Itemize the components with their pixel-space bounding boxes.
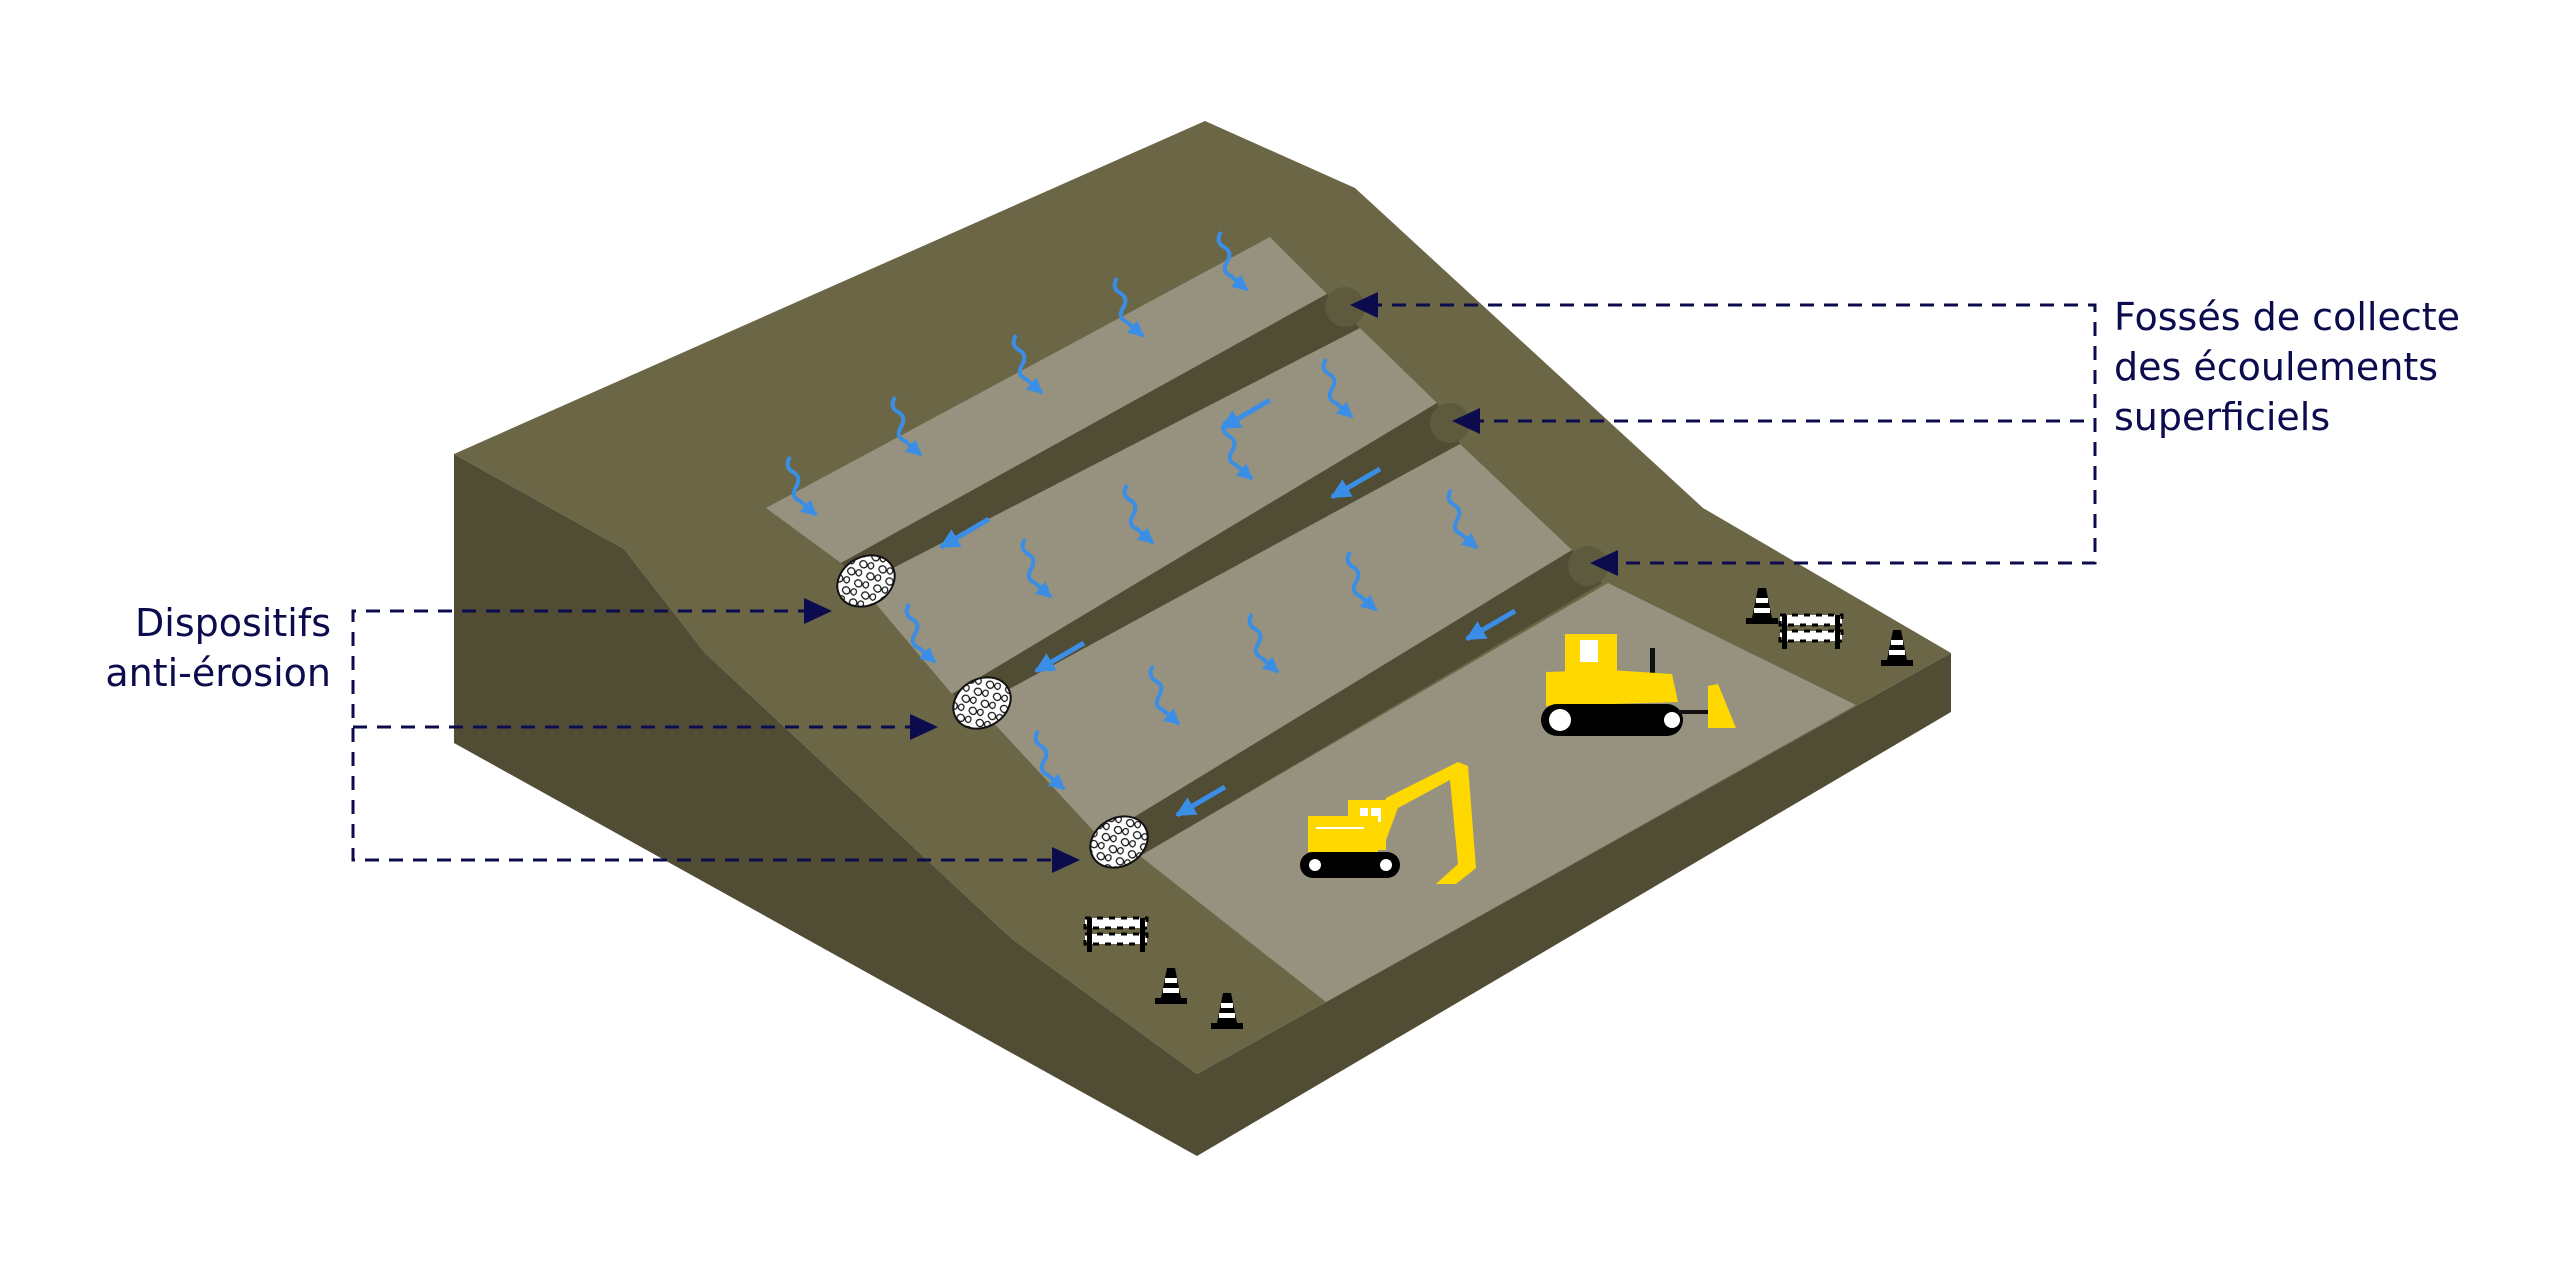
rain-runoff-icon — [1216, 230, 1249, 292]
traffic-cone-icon — [1881, 630, 1913, 666]
rain-runoff-icon — [1148, 664, 1181, 726]
traffic-cone-icon — [1746, 588, 1778, 624]
flow-arrow-icon — [1220, 397, 1272, 431]
flow-arrow-icon — [1034, 640, 1086, 674]
flow-arrow-icon — [1465, 608, 1517, 642]
ditch-3-end — [1568, 546, 1608, 586]
rain-runoff-icon — [1446, 488, 1479, 550]
rain-runoff-group — [785, 230, 1479, 791]
slope-right-face — [1197, 653, 1951, 1156]
erosion-label: Dispositifs anti-érosion — [105, 598, 331, 698]
rain-runoff-icon — [1345, 550, 1378, 612]
callout-arrow-icon — [804, 598, 832, 624]
ditches-label: Fossés de collecte des écoulements super… — [2114, 292, 2460, 442]
rain-runoff-icon — [890, 395, 923, 457]
callout-arrow-icon — [1052, 847, 1080, 873]
rain-runoff-icon — [1247, 612, 1280, 674]
ditches-label-line: des écoulements — [2114, 345, 2439, 389]
traffic-cone-icon — [1211, 993, 1243, 1029]
rain-runoff-icon — [1321, 357, 1354, 419]
slope-front-face — [454, 454, 1197, 1156]
flow-arrow-icon — [939, 516, 991, 550]
rain-runoff-icon — [1011, 333, 1044, 395]
traffic-cone-icon — [1155, 968, 1187, 1004]
barrier-icon — [1778, 613, 1844, 649]
ditch-1-end — [1325, 287, 1365, 327]
rain-runoff-icon — [1221, 419, 1254, 481]
flow-arrow-icon — [1175, 784, 1227, 818]
rain-runoff-icon — [1122, 483, 1155, 545]
ditch-1 — [841, 294, 1360, 596]
rain-runoff-icon — [1020, 537, 1053, 599]
erosion-callout-lines — [351, 609, 1055, 862]
gabion-icon — [1089, 815, 1149, 869]
flow-arrow-icon — [1330, 466, 1382, 500]
ditch-flow-group — [939, 397, 1517, 818]
erosion-label-line: anti-érosion — [105, 651, 331, 695]
excavator-icon — [1300, 762, 1476, 884]
terrace-2 — [860, 328, 1437, 694]
erosion-label-line: Dispositifs — [135, 601, 331, 645]
ditch-2-end — [1430, 403, 1470, 443]
rain-runoff-icon — [785, 455, 818, 517]
terrace-3 — [978, 444, 1572, 838]
gabion-icon — [836, 554, 896, 608]
terrace-1 — [766, 237, 1327, 563]
ditches-label-line: Fossés de collecte — [2114, 295, 2460, 339]
ditches-label-line: superficiels — [2114, 395, 2331, 439]
rain-runoff-icon — [1033, 729, 1066, 791]
barrier-icon — [1083, 916, 1149, 952]
callout-arrow-icon — [1590, 550, 1618, 576]
rain-runoff-icon — [904, 602, 937, 664]
traffic-cone-group — [1155, 588, 1913, 1029]
gabion-icon — [952, 676, 1012, 730]
callout-arrow-icon — [910, 714, 938, 740]
bulldozer-icon — [1541, 634, 1736, 736]
rain-runoff-icon — [1112, 276, 1145, 338]
callout-arrow-icon — [1452, 408, 1480, 434]
ditch-callout-lines — [1368, 303, 2097, 565]
work-platform — [1140, 583, 1856, 1002]
callout-arrow-icon — [1350, 292, 1378, 318]
